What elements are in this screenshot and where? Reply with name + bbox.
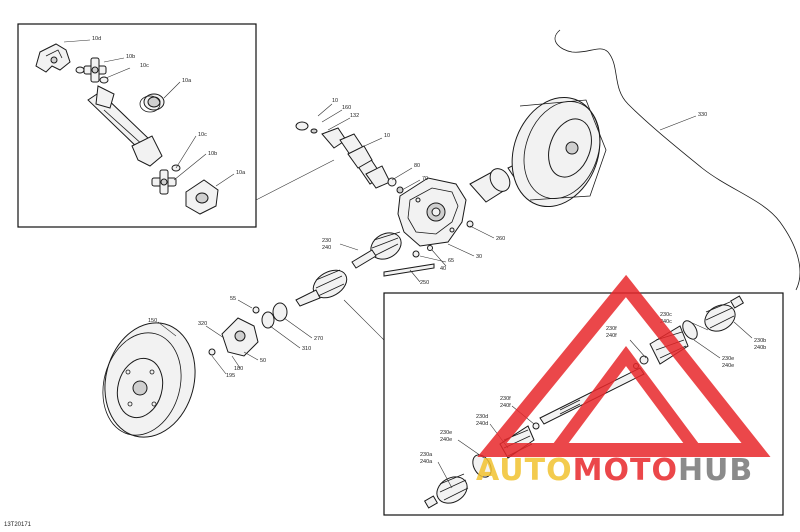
watermark-moto: MOTO [573,453,678,488]
callout-320: 320 [198,321,207,327]
shaft-drawing [87,85,163,167]
watermark-auto: AUTO [476,453,573,488]
callout-240e: 240e [722,363,734,369]
cross-10b-drawing [83,57,107,83]
callout-10b: 10b [126,54,135,60]
callout-260: 260 [496,236,505,242]
inset-frame-top-left [17,23,257,228]
watermark-triangle-inner [544,345,708,456]
callout-250: 250 [420,280,429,286]
callout-180: 180 [234,366,243,372]
callout-240: 240 [322,245,331,251]
inset-universal-joint: 10d 10b 10c 10a 10c 10b 10a [17,23,257,228]
callout-10c-lower: 10c [198,132,207,138]
outer-joint-right-drawing [682,295,745,340]
callout-10d: 10d [92,36,101,42]
inset-link-bottom-right [343,299,385,341]
callout-80: 80 [414,163,420,169]
callout-132: 132 [350,113,359,119]
callout-10a-lower: 10a [236,170,246,176]
callout-230d: 230d [476,414,488,420]
callout-230b: 230b [754,338,766,344]
callout-10c: 10c [140,63,149,69]
callout-240f-lower: 240f [500,403,511,409]
callout-10b-lower: 10b [208,151,217,157]
watermark-text: AUTOMOTOHUB [476,453,753,488]
yoke-10d-drawing [35,43,71,73]
callout-230f-lower: 230f [500,396,511,402]
callout-10: 10 [332,98,338,104]
callout-310: 310 [302,346,311,352]
callout-240d: 240d [476,421,488,427]
callout-240b: 240b [754,345,766,351]
boot-10a-drawing [139,93,165,113]
bolts-drawing [412,245,433,258]
cross-lower-drawing [151,164,181,195]
pinion-parts-drawing [387,177,404,194]
callout-270: 270 [314,336,323,342]
inset-frame-bottom-right [383,292,784,516]
callout-195: 195 [226,373,235,379]
bolt-250-drawing [383,263,435,277]
callout-230: 230 [322,238,331,244]
callout-30: 30 [476,254,482,260]
caps-10c-drawing [75,66,109,84]
yoke-lower-drawing [185,179,219,215]
callout-240f: 240f [606,333,617,339]
callout-230c: 230c [660,312,672,318]
callout-150: 150 [148,318,157,324]
callout-65: 65 [448,258,454,264]
callout-160: 160 [342,105,351,111]
callout-10a: 10a [182,78,192,84]
drive-shaft-drawing [295,121,391,189]
callout-330: 330 [698,112,707,118]
callout-230e-lower: 230e [440,430,452,436]
callout-240c: 240c [660,319,672,325]
wheel-rear-drawing [511,96,607,208]
callout-55: 55 [230,296,236,302]
hub-parts-drawing [208,302,288,357]
axle-left-drawing [295,231,402,307]
watermark-hub: HUB [678,453,753,488]
document-number: 13T20171 [4,522,32,528]
callout-230f: 230f [606,326,617,332]
automotohub-watermark: AUTOMOTOHUB [476,274,771,488]
callout-40: 40 [440,266,446,272]
differential-housing-drawing [397,177,474,247]
cable-330-drawing [554,29,800,291]
inset-link-top-left [255,159,335,201]
callout-50: 50 [260,358,266,364]
wheel-front-drawing [102,322,196,438]
callout-230a: 230a [420,452,433,458]
main-assembly: 10 160 132 10 80 70 260 30 65 40 230 240… [102,29,800,438]
callout-70: 70 [422,176,428,182]
callout-240e-lower: 240e [440,437,452,443]
callout-10-shaft: 10 [384,133,390,139]
outer-joint-left-drawing [423,473,469,509]
callout-240a: 240a [420,459,433,465]
callout-230e: 230e [722,356,734,362]
